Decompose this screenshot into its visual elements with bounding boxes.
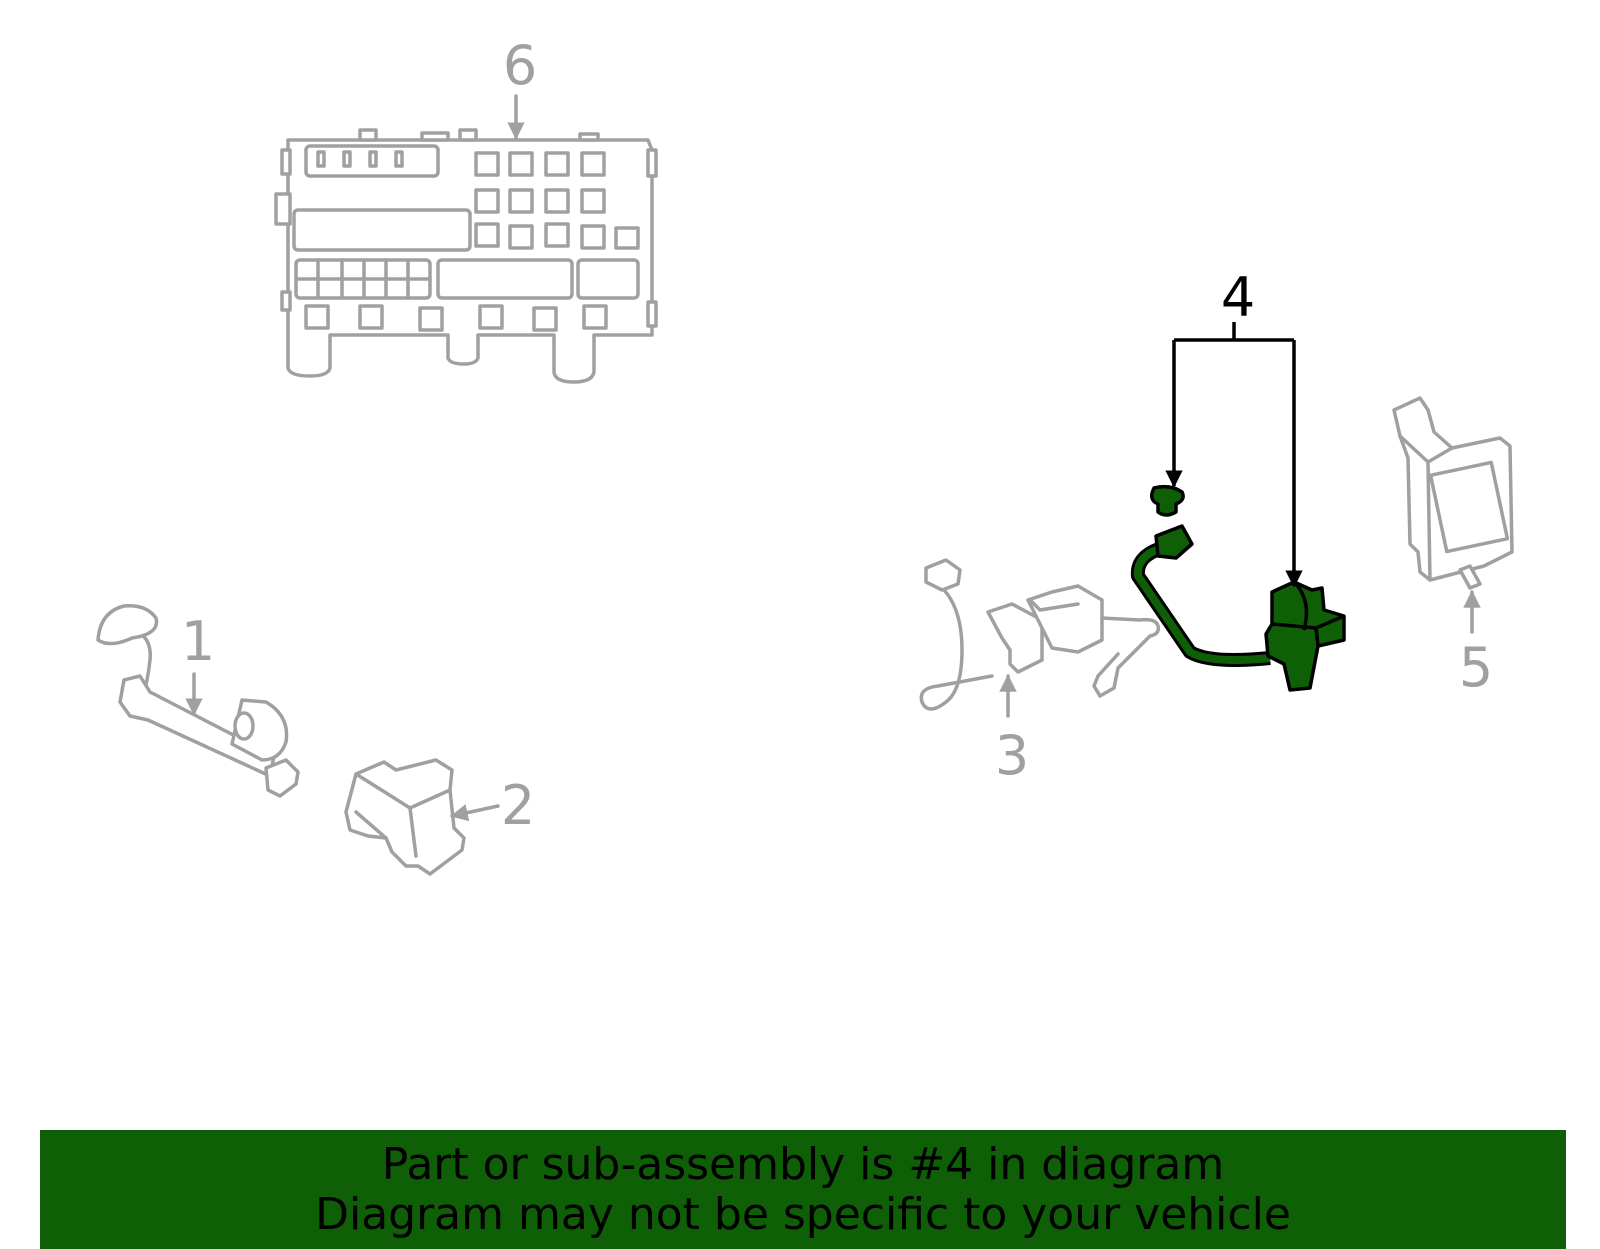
part-1-sensor [96,604,300,798]
callout-4-bracket [1174,322,1294,342]
part-6-junction-box [274,128,658,384]
callout-6-label: 6 [503,34,537,97]
part-2-bracket [344,758,466,876]
callout-4-label: 4 [1221,266,1255,329]
banner-line-1: Part or sub-assembly is #4 in diagram [381,1139,1225,1190]
callout-1-label: 1 [181,610,215,673]
banner-line-2: Diagram may not be specific to your vehi… [315,1189,1291,1240]
callout-5-label: 5 [1459,636,1493,699]
callout-2-label: 2 [501,774,535,837]
callout-2-arrow [450,804,500,822]
part-5-control-module [1392,396,1514,590]
part-4-sensor-highlighted [1130,484,1346,692]
part-3-harness [919,558,1161,711]
info-banner: Part or sub-assembly is #4 in diagram Di… [40,1130,1566,1249]
callout-3-label: 3 [995,724,1029,787]
